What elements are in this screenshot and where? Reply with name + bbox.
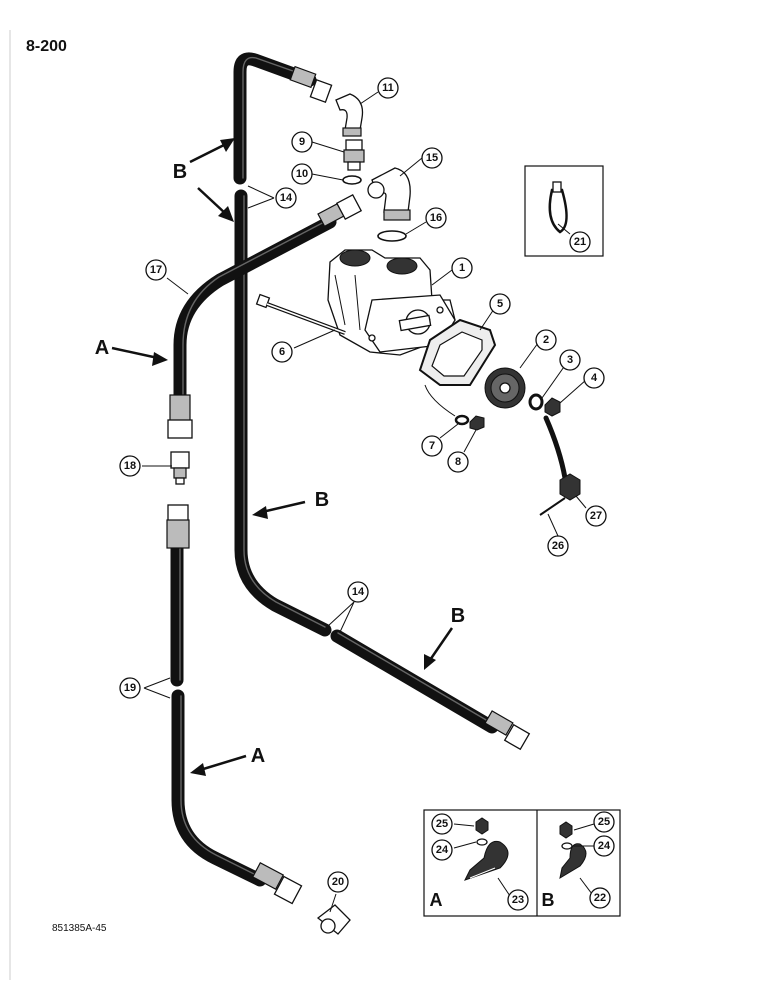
svg-text:24: 24: [436, 844, 449, 856]
svg-text:21: 21: [574, 236, 586, 248]
svg-text:17: 17: [150, 264, 162, 276]
callout-20: 20: [327, 871, 349, 893]
elbow-11: [335, 93, 364, 137]
callout-22: 22: [589, 887, 611, 909]
svg-text:11: 11: [382, 82, 394, 94]
hose-a-upper-fittings: [167, 193, 363, 439]
svg-text:25: 25: [598, 816, 610, 828]
pointer-to-castle-nut: [543, 415, 568, 481]
callout-5: 5: [489, 293, 511, 315]
callout-2: 2: [535, 329, 557, 351]
callout-4: 4: [583, 367, 605, 389]
svg-text:6: 6: [279, 346, 285, 358]
elbow-fitting-20: [316, 904, 351, 935]
arrow-b-middle: [252, 500, 306, 519]
svg-text:7: 7: [429, 440, 435, 452]
nut-4: [544, 397, 561, 417]
fitting-9: [343, 139, 365, 171]
svg-text:14: 14: [280, 192, 293, 204]
inset-strap-box: [524, 165, 604, 257]
callout-1: 1: [451, 257, 473, 279]
castle-nut-27: [559, 473, 581, 501]
page-number: 8-200: [26, 38, 67, 55]
svg-text:18: 18: [124, 460, 136, 472]
arrow-a-lower: [190, 754, 247, 776]
callout-16: 16: [425, 207, 447, 229]
callout-25-b: 25: [593, 811, 615, 833]
gasket-5: [418, 318, 497, 386]
callout-27: 27: [585, 505, 607, 527]
inset-label-a: A: [430, 890, 443, 910]
elbow-15: [367, 167, 411, 221]
svg-text:22: 22: [594, 892, 606, 904]
svg-text:23: 23: [512, 894, 524, 906]
callout-26: 26: [547, 535, 569, 557]
callout-7: 7: [421, 435, 443, 457]
o-ring-10: [342, 175, 362, 185]
hose-label-b-middle: B: [315, 489, 329, 511]
svg-text:14: 14: [352, 586, 365, 598]
arrow-b-upper-2: [197, 187, 234, 222]
svg-text:9: 9: [299, 136, 305, 148]
hose-label-b-lower: B: [451, 605, 465, 627]
o-ring-16: [377, 230, 407, 242]
callout-14-upper: 14: [275, 187, 297, 209]
svg-text:24: 24: [598, 840, 611, 852]
callout-21: 21: [569, 231, 591, 253]
nut-8: [469, 415, 485, 431]
svg-text:4: 4: [591, 372, 598, 384]
svg-text:26: 26: [552, 540, 564, 552]
hose-a-lower: [170, 538, 267, 887]
svg-text:8: 8: [455, 456, 461, 468]
inset-label-b: B: [542, 890, 555, 910]
svg-text:2: 2: [543, 334, 549, 346]
fitting-18: [170, 451, 190, 485]
callout-23: 23: [507, 889, 529, 911]
gear-2: [484, 367, 526, 409]
svg-text:27: 27: [590, 510, 602, 522]
svg-text:1: 1: [459, 262, 465, 274]
cotter-pin-26: [539, 497, 566, 516]
svg-text:25: 25: [436, 818, 448, 830]
hose-b-bottom-fitting: [484, 710, 531, 751]
svg-text:5: 5: [497, 298, 503, 310]
drawing-id: 851385A-45: [52, 923, 107, 934]
svg-text:3: 3: [567, 354, 573, 366]
arrow-a-upper: [111, 346, 168, 366]
callout-14-lower: 14: [347, 581, 369, 603]
callout-17: 17: [145, 259, 167, 281]
svg-text:16: 16: [430, 212, 442, 224]
svg-text:20: 20: [332, 876, 344, 888]
callout-24-a: 24: [431, 839, 453, 861]
callout-8: 8: [447, 451, 469, 473]
callout-9: 9: [291, 131, 313, 153]
svg-text:10: 10: [296, 168, 308, 180]
callout-24-b: 24: [593, 835, 615, 857]
callout-25-a: 25: [431, 813, 453, 835]
callout-11: 11: [377, 77, 399, 99]
bolt-6: [255, 293, 346, 335]
lock-washer-7: [454, 414, 470, 426]
leader-lines: [142, 91, 595, 913]
arrow-b-upper-1: [189, 138, 235, 164]
callout-19: 19: [119, 677, 141, 699]
svg-text:19: 19: [124, 682, 136, 694]
hose-label-b-upper: B: [173, 161, 187, 183]
callout-18: 18: [119, 455, 141, 477]
callout-6: 6: [271, 341, 293, 363]
callout-10: 10: [291, 163, 313, 185]
hose-a-upper: [173, 215, 337, 402]
hose-label-a-upper: A: [95, 337, 109, 359]
callout-3: 3: [559, 349, 581, 371]
hose-b-top-fitting: [289, 65, 333, 104]
hose-label-a-lower: A: [251, 745, 265, 767]
hose-b: [233, 52, 499, 734]
callout-15: 15: [421, 147, 443, 169]
svg-text:15: 15: [426, 152, 438, 164]
washer-3: [528, 393, 544, 411]
hose-a-lower-fittings: [166, 504, 303, 905]
arrow-b-lower: [424, 627, 454, 670]
